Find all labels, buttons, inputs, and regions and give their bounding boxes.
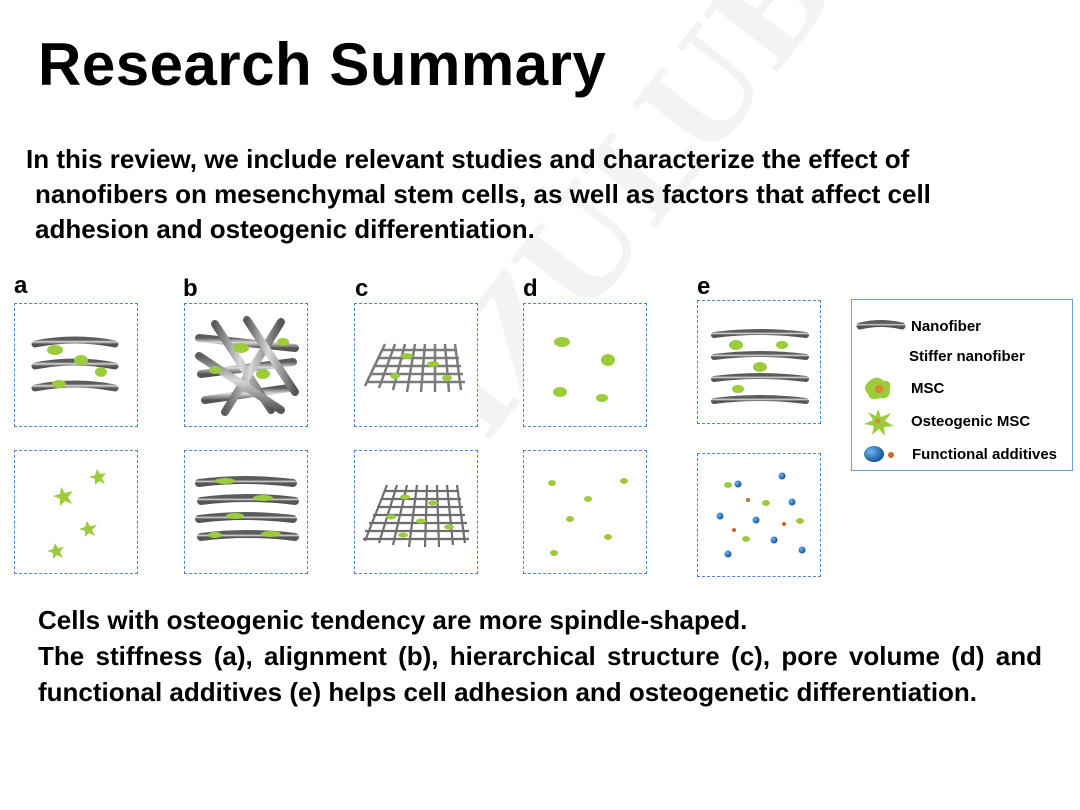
stiffer-nanofiber-icon	[856, 352, 906, 360]
panel-d-small-pores	[523, 450, 647, 574]
intro-text: In this review, we include relevant stud…	[26, 142, 1071, 247]
nanofiber-icon	[856, 320, 906, 330]
legend-item-nanofiber: Nanofiber	[852, 310, 1074, 342]
osteogenic-msc-icon	[864, 409, 894, 436]
panel-label-a: a	[14, 272, 28, 299]
intro-line-1: In this review, we include relevant stud…	[26, 144, 910, 174]
panel-label-d: d	[523, 275, 538, 302]
panel-e-with-additives	[697, 453, 821, 577]
legend-label-msc: MSC	[911, 380, 945, 397]
functional-additive-icon	[864, 446, 894, 462]
legend-item-functional-additives: Functional additives	[852, 438, 1074, 470]
legend-label-osteogenic-msc: Osteogenic MSC	[911, 413, 1031, 430]
panel-d-large-pores	[523, 303, 647, 427]
legend-item-msc: MSC	[852, 372, 1074, 404]
conclusion-text: Cells with osteogenic tendency are more …	[38, 602, 1042, 710]
panel-label-e: e	[697, 273, 711, 300]
legend-item-stiffer-nanofiber: Stiffer nanofiber	[852, 340, 1074, 372]
panel-b-random-fibers	[184, 303, 308, 427]
legend-label-functional-additives: Functional additives	[912, 446, 1058, 463]
conclusion-line-1: Cells with osteogenic tendency are more …	[38, 605, 748, 635]
panel-label-b: b	[183, 275, 198, 302]
panel-e-plain-scaffold	[697, 300, 821, 424]
intro-line-2: nanofibers on mesenchymal stem cells, as…	[35, 179, 931, 209]
conclusion-line-2: The stiffness (a), alignment (b), hierar…	[38, 641, 1042, 707]
legend-label-stiffer-nanofiber: Stiffer nanofiber	[909, 348, 1025, 365]
panel-label-c: c	[355, 275, 369, 302]
panel-a-soft-scaffold	[14, 303, 138, 427]
legend-item-osteogenic-msc: Osteogenic MSC	[852, 405, 1074, 437]
slide-title: Research Summary	[38, 31, 607, 98]
legend-label-nanofiber: Nanofiber	[911, 318, 982, 335]
panel-a-stiff-scaffold	[14, 450, 138, 574]
legend: Nanofiber Stiffer nanofiber MSC Osteogen…	[851, 299, 1073, 471]
panel-b-aligned-fibers	[184, 450, 308, 574]
intro-line-3: adhesion and osteogenic differentiation.	[35, 214, 535, 244]
panel-c-hierarchical	[354, 450, 478, 574]
panel-c-single-layer	[354, 303, 478, 427]
msc-cell-icon	[865, 377, 891, 400]
